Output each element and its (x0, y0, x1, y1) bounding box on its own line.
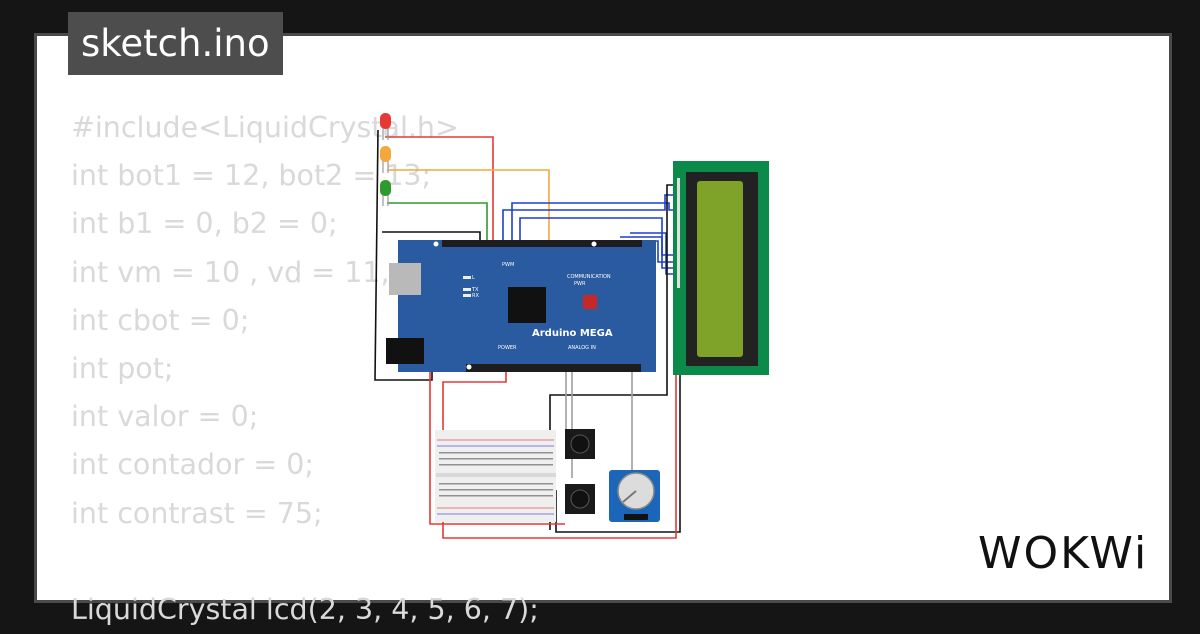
wire-green-led (387, 202, 488, 246)
usb-connector (389, 263, 421, 295)
pwm-label: PWM (502, 262, 514, 268)
led-yellow[interactable] (380, 146, 391, 173)
lcd-display[interactable] (673, 161, 769, 375)
wire-yellow-led (387, 169, 550, 246)
communication-label: COMMUNICATION (567, 274, 611, 280)
led-red[interactable] (380, 113, 391, 140)
code-line: int contrast = 75; (71, 496, 323, 530)
pin-header-bottom (466, 364, 641, 372)
code-line: int pot; (71, 352, 174, 386)
wire-led-ground (374, 129, 433, 381)
wire-5v (429, 372, 565, 525)
wire-lcd-1 (502, 194, 677, 246)
code-line: int cbot = 0; (71, 303, 250, 337)
code-line: int valor = 0; (71, 400, 259, 434)
chip (508, 287, 546, 323)
lcd-pins (677, 178, 680, 288)
breadboard (435, 430, 556, 522)
code-line: int contador = 0; (71, 448, 315, 482)
wokwi-logo: WOKWi (978, 528, 1149, 579)
preview-card: #include<LiquidCrystal.h> int bot1 = 12,… (34, 33, 1172, 626)
power-jack (386, 338, 424, 364)
power-label: POWER (498, 345, 517, 351)
arduino-mega-board[interactable]: Arduino MEGA PWM COMMUNICATION POWER ANA… (386, 240, 656, 372)
potentiometer[interactable] (609, 470, 660, 522)
code-preview: #include<LiquidCrystal.h> int bot1 = 12,… (71, 104, 539, 634)
l-label: L (472, 275, 475, 281)
wire-lcd-6 (630, 232, 677, 275)
lcd-screen (697, 181, 743, 357)
wire-red-led (385, 136, 494, 246)
analog-label: ANALOG IN (568, 345, 596, 351)
file-tab[interactable]: sketch.ino (68, 12, 283, 75)
pwr-label: PWR (574, 281, 586, 287)
push-button-2[interactable] (565, 484, 595, 514)
wire-lcd-5 (620, 236, 677, 269)
rx-label: RX (472, 293, 479, 299)
board-name: Arduino MEGA (532, 328, 613, 339)
pin-header-top (442, 240, 642, 247)
tx-label: TX (471, 287, 479, 293)
code-line: int b1 = 0, b2 = 0; (71, 207, 338, 241)
wire-lcd-2 (511, 202, 677, 246)
led-green[interactable] (380, 180, 391, 206)
push-button-1[interactable] (565, 429, 595, 459)
code-line: #include<LiquidCrystal.h> (71, 111, 459, 144)
reset-button[interactable] (583, 295, 597, 309)
code-line: int bot1 = 12, bot2 = 13; (71, 159, 432, 193)
code-line: LiquidCrystal lcd(2, 3, 4, 5, 6, 7); (71, 593, 539, 627)
